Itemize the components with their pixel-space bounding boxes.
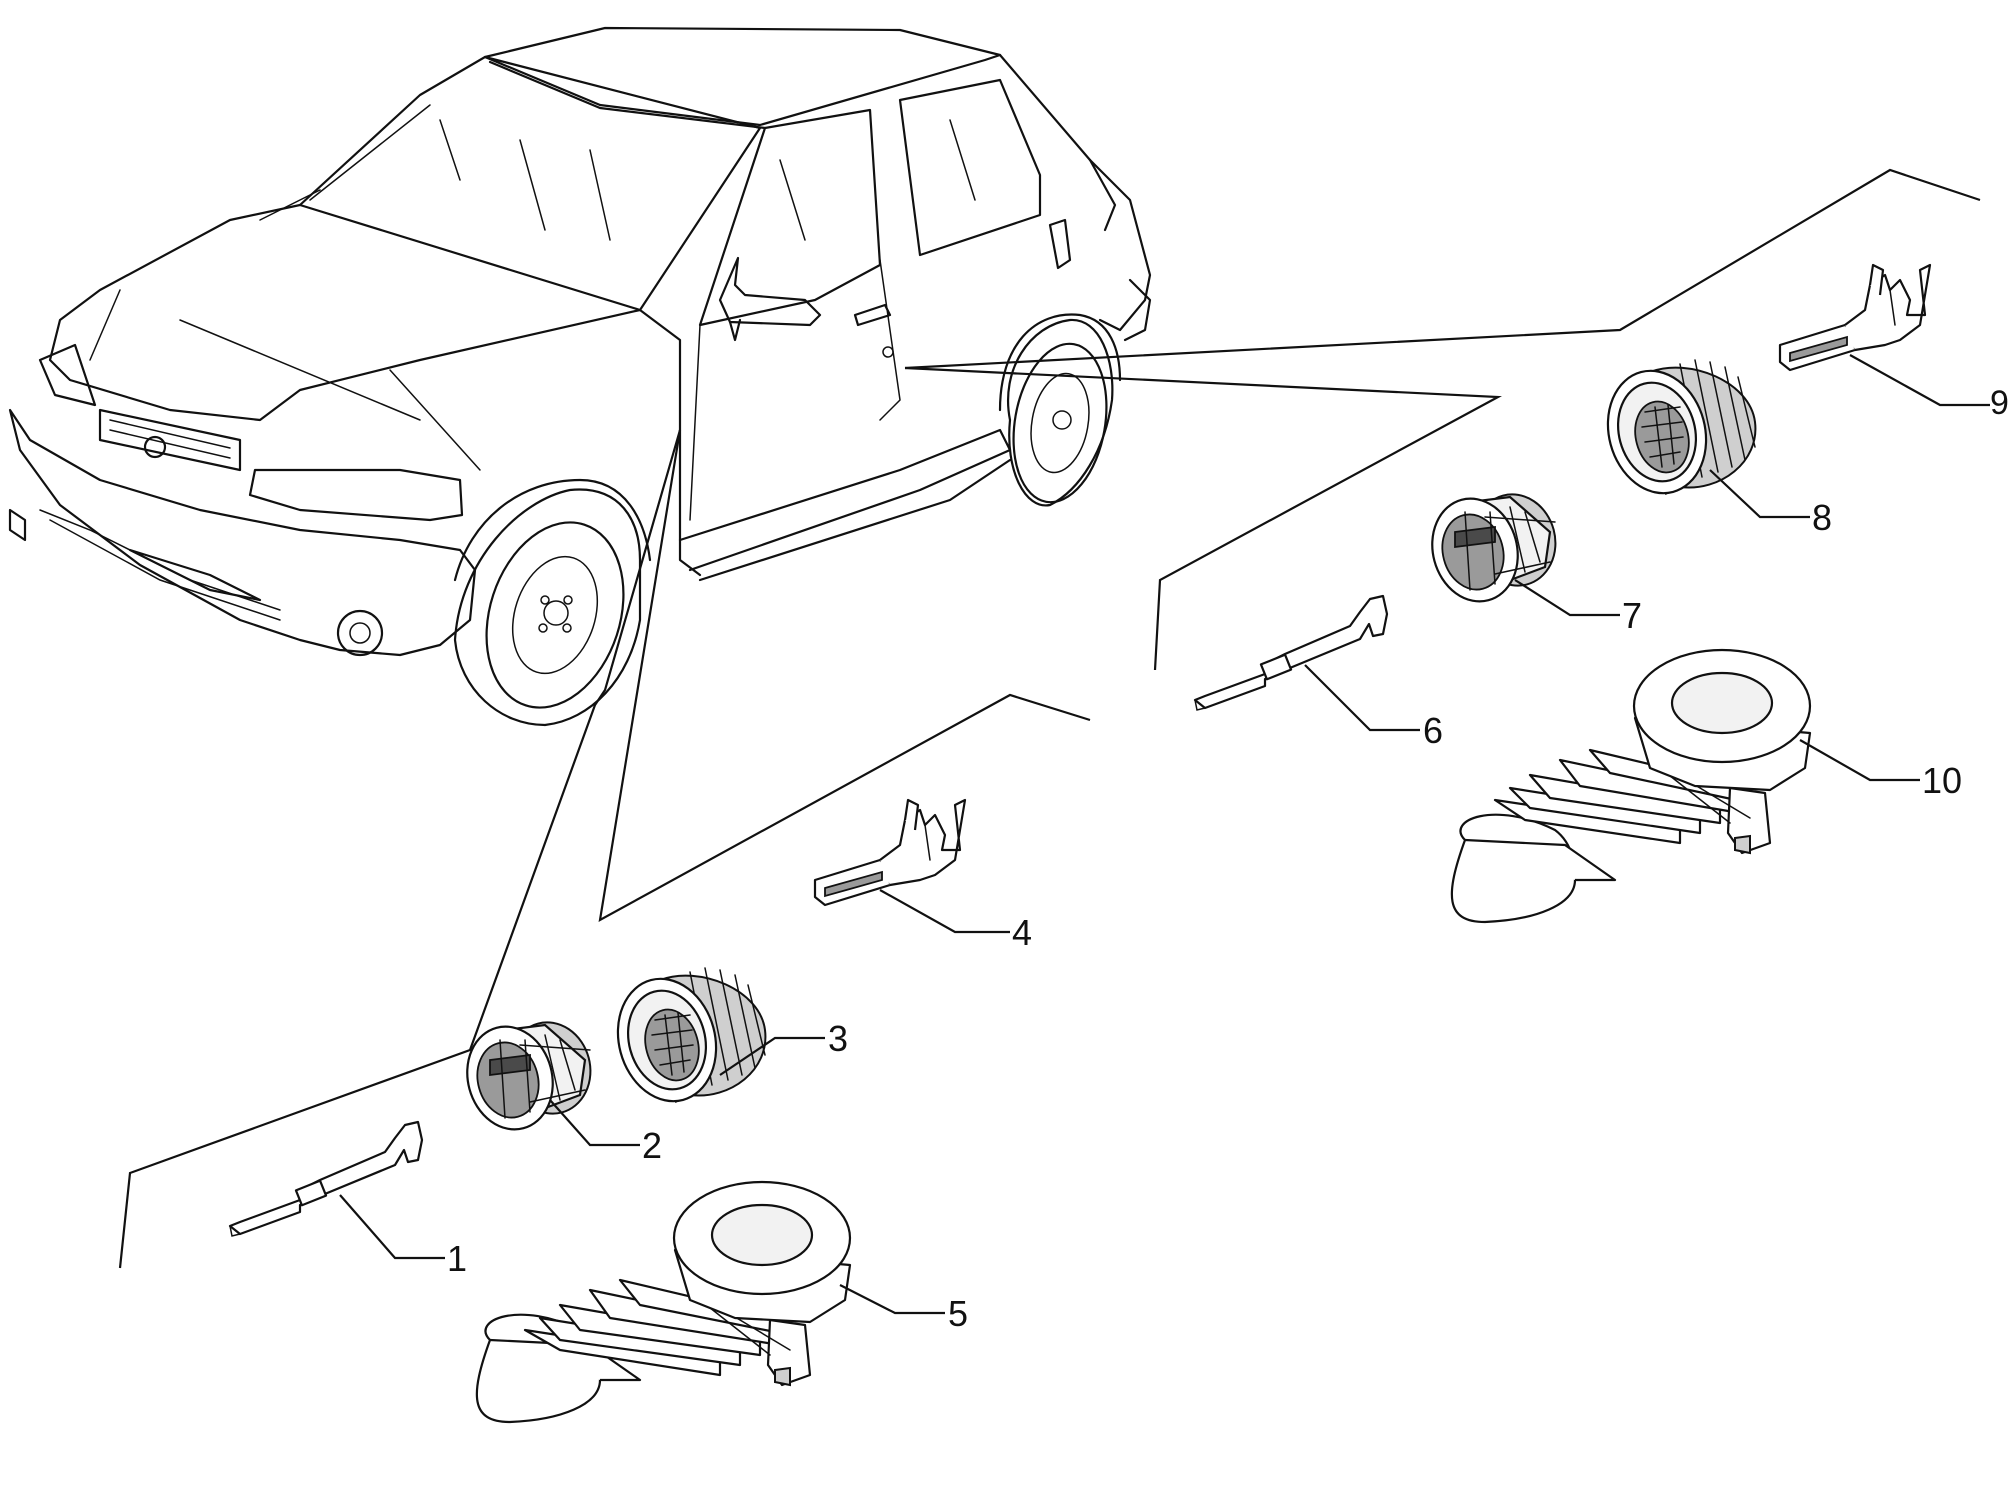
pin-terminal-part-1	[228, 1120, 424, 1237]
callout-2: 2	[642, 1125, 662, 1166]
connector-housing-part-2	[466, 1021, 592, 1131]
crimp-terminal-part-9	[1778, 263, 1932, 372]
callout-3: 3	[828, 1018, 848, 1059]
callout-7: 7	[1622, 595, 1642, 636]
callout-8: 8	[1812, 497, 1832, 538]
callout-labels: 1 2 3 4 5 6 7 8 9 10	[447, 384, 2009, 1334]
connector-socket-part-8	[1606, 359, 1757, 495]
grommet-part-5	[475, 1180, 852, 1424]
callout-1: 1	[447, 1238, 467, 1279]
callout-10: 10	[1922, 760, 1962, 801]
connector-socket-part-3	[616, 967, 767, 1103]
car-illustration	[8, 26, 1152, 727]
assembly-guide-lines	[118, 168, 1981, 1269]
callout-leaders	[339, 354, 1990, 1315]
callout-9: 9	[1990, 384, 2009, 422]
grommet-part-10	[1450, 648, 1812, 924]
callout-4: 4	[1012, 912, 1032, 953]
callout-5: 5	[948, 1293, 968, 1334]
pin-terminal-part-6	[1193, 594, 1389, 711]
crimp-terminal-part-4	[813, 798, 967, 907]
connector-housing-part-7	[1431, 493, 1557, 603]
callout-6: 6	[1423, 710, 1443, 751]
